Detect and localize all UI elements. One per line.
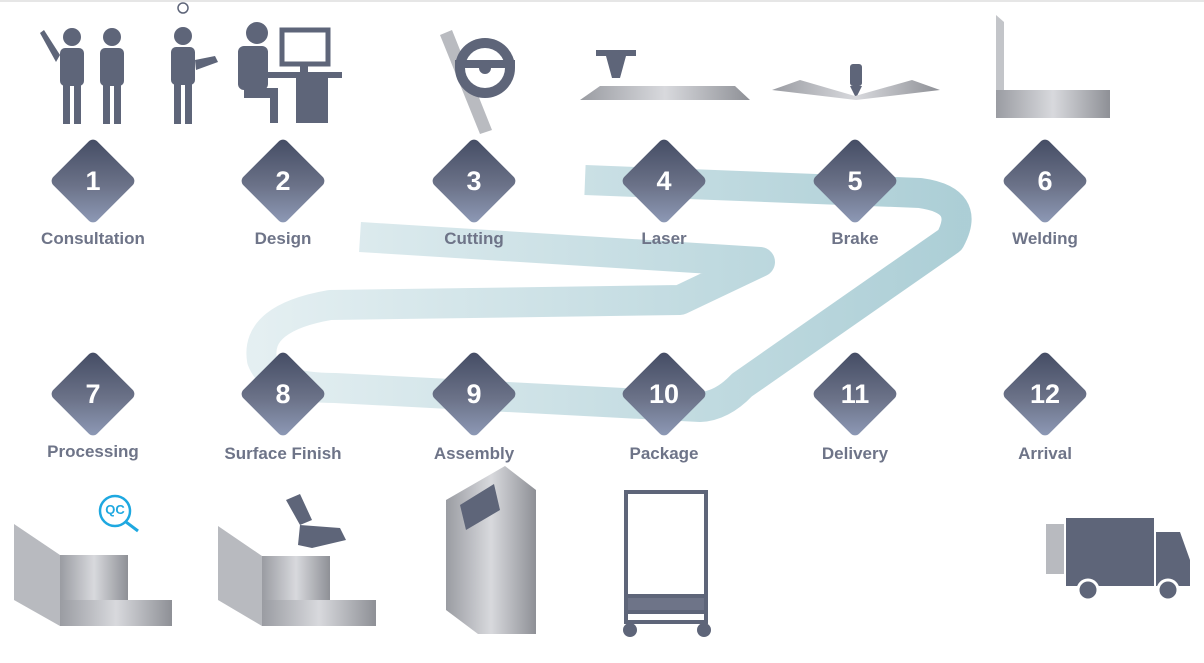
design-people-icon [171, 2, 342, 124]
step-number: 5 [847, 166, 863, 196]
qc-magnifier-icon [98, 494, 139, 533]
step-label: Consultation [41, 229, 145, 248]
step-number: 1 [85, 166, 101, 196]
laser-icon [580, 50, 750, 100]
step-label: Arrival [1018, 444, 1072, 463]
step-label: Brake [831, 229, 879, 248]
press-brake-icon [772, 64, 940, 100]
qc-badge-text: QC [105, 502, 125, 517]
cabinet-icon [446, 466, 536, 634]
step-number: 7 [85, 379, 101, 409]
step-number: 9 [466, 379, 482, 409]
packing-rack-icon [623, 490, 711, 637]
step-label: Welding [1012, 229, 1078, 248]
saw-icon [440, 30, 515, 134]
spray-gun-icon [286, 494, 346, 548]
consultation-people-icon [40, 28, 124, 124]
step-label: Design [254, 229, 312, 248]
top-divider [0, 0, 1204, 2]
processed-part-icon [14, 524, 172, 626]
flow-ribbon [246, 165, 972, 422]
step-label: Laser [641, 229, 687, 248]
welded-bracket-icon [996, 15, 1110, 118]
step-label: Delivery [821, 444, 889, 463]
step-label: Surface Finish [224, 444, 342, 463]
step-label: Processing [47, 442, 139, 461]
step-label: Assembly [433, 444, 515, 463]
step-number: 3 [466, 166, 482, 196]
delivery-truck-icon [1046, 518, 1190, 602]
painted-part-icon [218, 526, 376, 626]
step-number: 10 [648, 379, 680, 409]
step-number: 12 [1029, 379, 1061, 409]
step-number: 2 [275, 166, 291, 196]
step-label: Cutting [444, 229, 504, 248]
step-label: Package [629, 444, 699, 463]
step-number: 8 [275, 379, 291, 409]
step-number: 11 [840, 379, 870, 409]
step-number: 6 [1037, 166, 1053, 196]
step-number: 4 [656, 166, 672, 196]
